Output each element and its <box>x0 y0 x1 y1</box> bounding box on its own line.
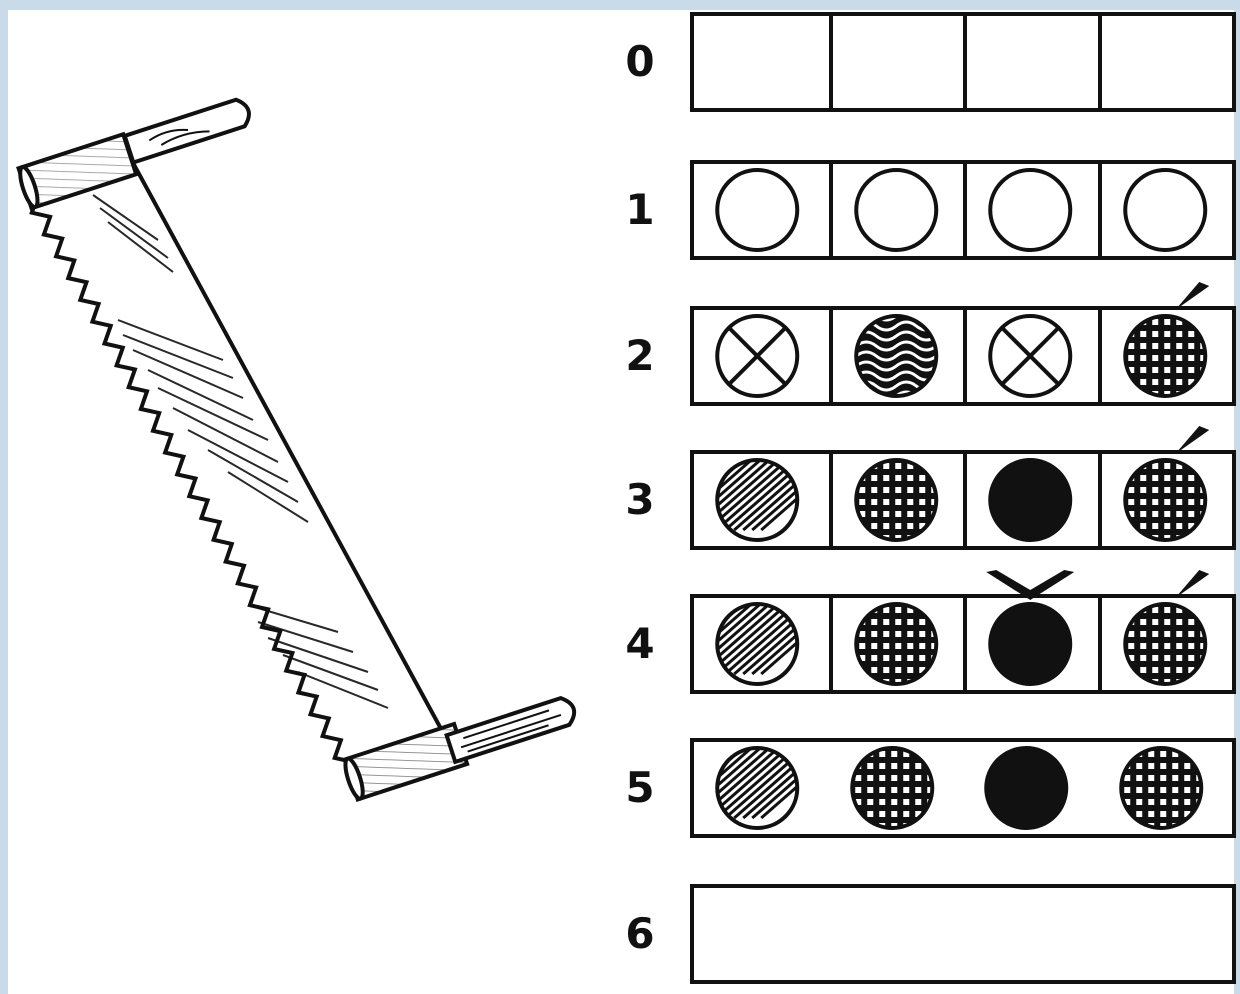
ring-symbol-icon <box>833 164 968 256</box>
stage-cell <box>1098 598 1233 690</box>
stage-row-3 <box>690 450 1236 550</box>
stage-row-2 <box>690 306 1236 406</box>
stage-row-0 <box>690 12 1236 112</box>
hatched-symbol-icon <box>694 454 829 546</box>
ring-symbol-icon <box>967 164 1102 256</box>
ring-symbol-icon <box>1102 164 1237 256</box>
hatched-symbol-icon <box>694 742 829 834</box>
stage-cell <box>1098 742 1233 834</box>
cross-symbol-icon <box>967 310 1102 402</box>
stage-cell <box>829 742 964 834</box>
stage-row-1 <box>690 160 1236 260</box>
stage-cell <box>694 164 829 256</box>
stage-cell <box>694 310 829 402</box>
stage-cell <box>829 16 964 108</box>
solid-symbol-icon <box>967 454 1102 546</box>
stage-cell <box>963 164 1098 256</box>
stage-cell <box>963 16 1098 108</box>
stage-cell <box>963 310 1098 402</box>
checker-symbol-icon <box>833 454 968 546</box>
stage-cell <box>963 598 1098 690</box>
stage-cell <box>829 598 964 690</box>
stage-label: 2 <box>610 335 670 377</box>
stage-cell <box>963 742 1098 834</box>
scribble-symbol-icon <box>833 310 968 402</box>
stage-cell <box>694 598 829 690</box>
hatched-symbol-icon <box>694 598 829 690</box>
ring-symbol-icon <box>694 164 829 256</box>
cross-symbol-icon <box>694 310 829 402</box>
solid-symbol-icon <box>963 742 1098 834</box>
checker-symbol-icon <box>829 742 964 834</box>
stage-label: 4 <box>610 623 670 665</box>
stage-cell <box>694 742 829 834</box>
stage-cell <box>963 454 1098 546</box>
stage-cell <box>1098 310 1233 402</box>
stage-cell <box>829 454 964 546</box>
stage-cell <box>694 16 829 108</box>
stage-label: 3 <box>610 479 670 521</box>
stage-cell <box>694 454 829 546</box>
tick-mark-icon <box>1102 270 1237 330</box>
stage-label: 5 <box>610 767 670 809</box>
stage-cell <box>1098 164 1233 256</box>
checker-symbol-icon <box>1098 742 1233 834</box>
stage-cell <box>829 310 964 402</box>
tick-mark-icon <box>1102 414 1237 474</box>
stage-row-6 <box>690 884 1236 984</box>
stage-row-4 <box>690 594 1236 694</box>
stage-label: 0 <box>610 41 670 83</box>
vee-mark-icon <box>967 558 1102 618</box>
checker-symbol-icon <box>833 598 968 690</box>
tick-mark-icon <box>1102 558 1237 618</box>
stage-cell <box>1098 454 1233 546</box>
figure-frame: 0 1 2 3 4 5 6 <box>8 10 1234 994</box>
stage-label: 6 <box>610 913 670 955</box>
stage-cell <box>1098 16 1233 108</box>
stage-label: 1 <box>610 189 670 231</box>
stage-cell <box>829 164 964 256</box>
two-man-crosscut-saw-icon <box>8 10 608 994</box>
stage-row-5 <box>690 738 1236 838</box>
